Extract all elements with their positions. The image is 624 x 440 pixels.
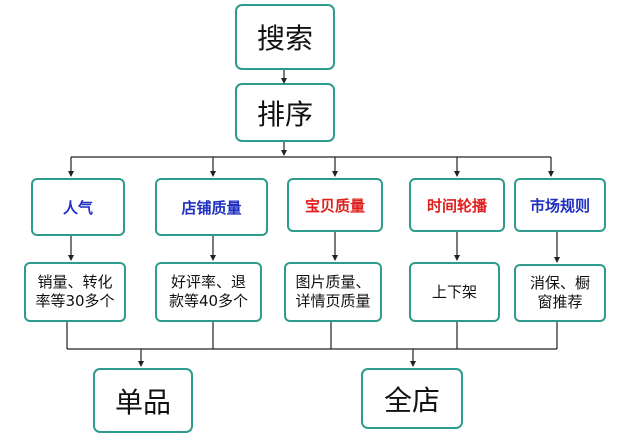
category-popularity: 人气 bbox=[31, 178, 125, 236]
detail-store-quality: 好评率、退 款等40多个 bbox=[155, 262, 262, 322]
detail-time-rotation: 上下架 bbox=[409, 262, 500, 322]
detail-item-quality: 图片质量、 详情页质量 bbox=[284, 262, 382, 322]
category-store-quality: 店铺质量 bbox=[155, 178, 268, 236]
rank-node: 排序 bbox=[235, 83, 335, 142]
category-item-quality: 宝贝质量 bbox=[287, 178, 383, 232]
detail-popularity: 销量、转化 率等30多个 bbox=[24, 262, 126, 322]
category-market-rules: 市场规则 bbox=[514, 178, 606, 232]
whole-store-node: 全店 bbox=[361, 368, 463, 429]
search-node: 搜索 bbox=[235, 4, 335, 70]
detail-market-rules: 消保、橱 窗推荐 bbox=[514, 264, 606, 322]
category-time-rotation: 时间轮播 bbox=[409, 178, 505, 232]
single-item-node: 单品 bbox=[93, 368, 193, 433]
